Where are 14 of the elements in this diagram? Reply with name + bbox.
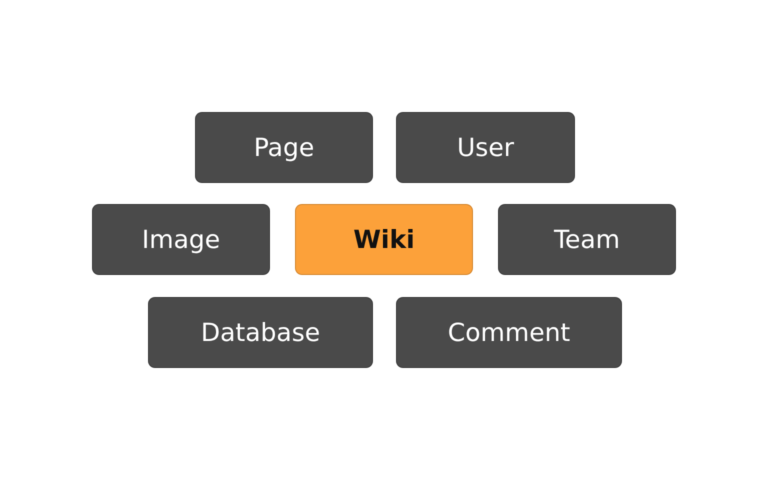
topic-box: [195, 112, 373, 183]
topic-box: [498, 204, 676, 275]
topic-label: Wiki: [353, 225, 415, 254]
topic-label: Database: [200, 318, 320, 347]
topic-label: Image: [142, 225, 220, 254]
topic-label: Page: [254, 133, 314, 162]
topic-box: [148, 297, 373, 368]
topic-box: [396, 112, 575, 183]
topic-label: User: [457, 133, 514, 162]
topic-label: Comment: [448, 318, 570, 347]
topic-label: Team: [554, 225, 620, 254]
highlighted-topic-box: [295, 204, 473, 275]
topic-box: [92, 204, 270, 275]
topic-box: [396, 297, 622, 368]
